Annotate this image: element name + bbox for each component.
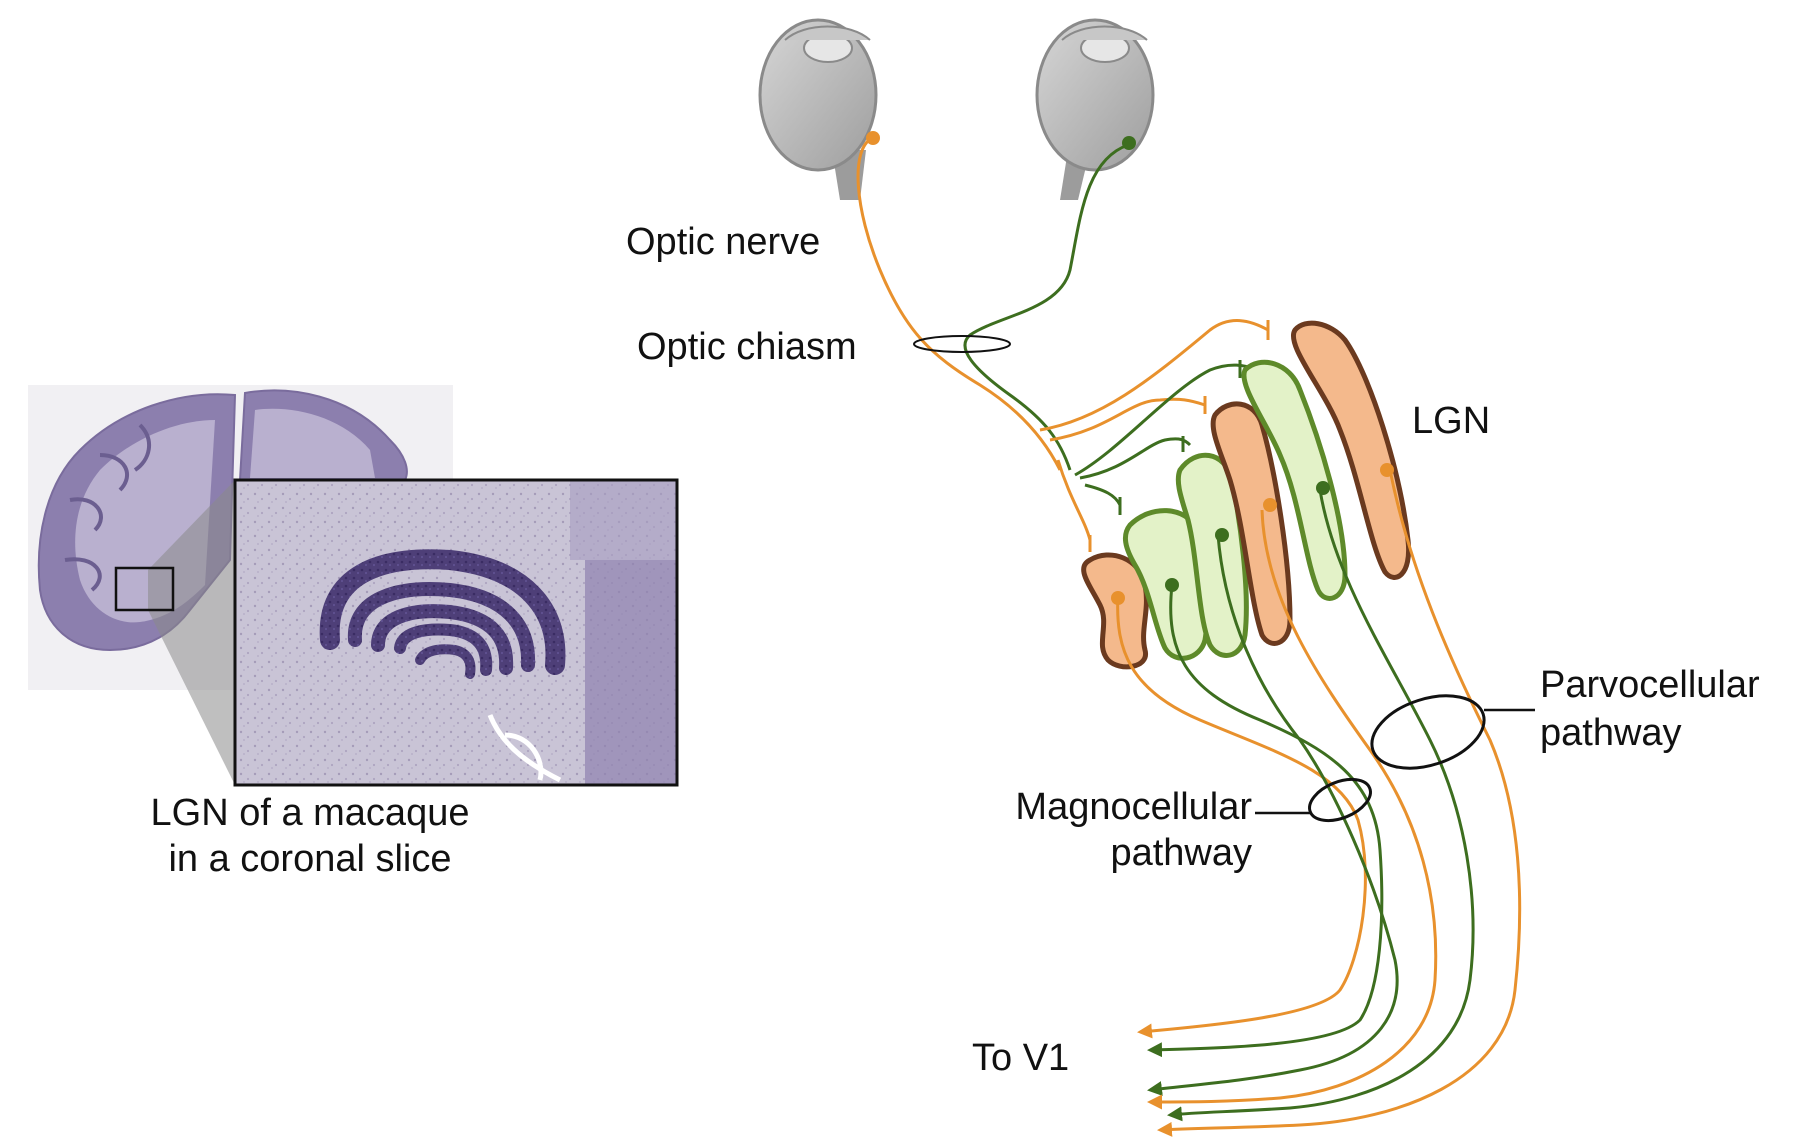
- orange-axon-to-layer-6: [1039, 319, 1269, 432]
- cell-layer-1: [1111, 591, 1125, 605]
- lgn-laminae: [319, 549, 566, 679]
- left-eye-cornea: [784, 25, 871, 41]
- layer-6-output: [1157, 469, 1522, 1137]
- gyri-lines: [64, 423, 151, 592]
- layer-2-output: [1147, 584, 1384, 1058]
- lgn-cell-bodies: [1111, 463, 1394, 605]
- cell-layer-3: [1215, 528, 1229, 542]
- cell-layer-5: [1316, 481, 1330, 495]
- lgn-label: LGN: [1412, 400, 1491, 442]
- cell-layer-2: [1165, 578, 1179, 592]
- green-optic-nerve-fiber: [963, 143, 1129, 471]
- slice-caption-line2: in a coronal slice: [168, 838, 452, 880]
- lamina-4: [371, 604, 514, 675]
- parvocellular-label-line2: pathway: [1540, 712, 1682, 754]
- optic-chiasm-label: Optic chiasm: [637, 326, 857, 368]
- green-axon-to-layer-2: [1084, 483, 1122, 506]
- slice-caption-line1: LGN of a macaque: [150, 792, 470, 834]
- optic-chiasm-ellipse: [913, 335, 1011, 353]
- parvocellular-ellipse: [1370, 694, 1486, 770]
- lgn-layer-4: [1210, 401, 1293, 646]
- lgn-selection-box: [114, 566, 175, 612]
- cell-layer-6: [1380, 463, 1394, 477]
- lgn-output-axons: [1116, 469, 1522, 1137]
- layer-3-output: [1147, 534, 1399, 1096]
- lgn-zoomed-inset: [233, 478, 679, 787]
- orange-retinal-cell: [866, 131, 880, 145]
- lgn-layer-5: [1241, 359, 1348, 601]
- lgn-layer-6: [1290, 320, 1412, 580]
- inset-right-tissue: [585, 560, 677, 785]
- green-retinal-cell: [1122, 136, 1136, 150]
- orange-axon-to-layer-1: [1056, 459, 1092, 541]
- magnocellular-label-line2: pathway: [1110, 832, 1252, 874]
- optic-nerve-fibers: [856, 136, 1129, 471]
- lamina-2: [415, 644, 476, 679]
- zoom-projection: [148, 480, 235, 785]
- inset-vessel: [487, 714, 562, 783]
- left-eye: [758, 18, 878, 200]
- layer-1-output: [1116, 594, 1367, 1039]
- right-eye-cornea: [1061, 25, 1148, 41]
- inset-top-right-tissue: [570, 480, 677, 560]
- lamina-5: [347, 582, 536, 672]
- orange-axon-to-layer-4: [1049, 397, 1206, 442]
- optic-nerve-label: Optic nerve: [626, 221, 821, 263]
- inset-frame: [233, 478, 679, 787]
- to-v1-label: To V1: [972, 1037, 1070, 1079]
- lamina-3: [394, 623, 493, 676]
- magnocellular-label-line1: Magnocellular: [1015, 786, 1252, 828]
- brain-hemisphere-right-white-matter: [250, 408, 375, 478]
- layer-5-output: [1167, 489, 1475, 1122]
- green-axon-to-layer-3: [1079, 437, 1192, 480]
- cell-layer-4: [1263, 498, 1277, 512]
- right-eye: [1035, 18, 1155, 200]
- orange-optic-nerve-fiber: [856, 136, 1062, 471]
- lgn-layers: [1081, 320, 1412, 670]
- parvocellular-label-line1: Parvocellular: [1540, 664, 1760, 706]
- lamina-6: [319, 549, 566, 675]
- synapse-terminals: [1088, 320, 1270, 552]
- layer-4-output: [1147, 509, 1438, 1110]
